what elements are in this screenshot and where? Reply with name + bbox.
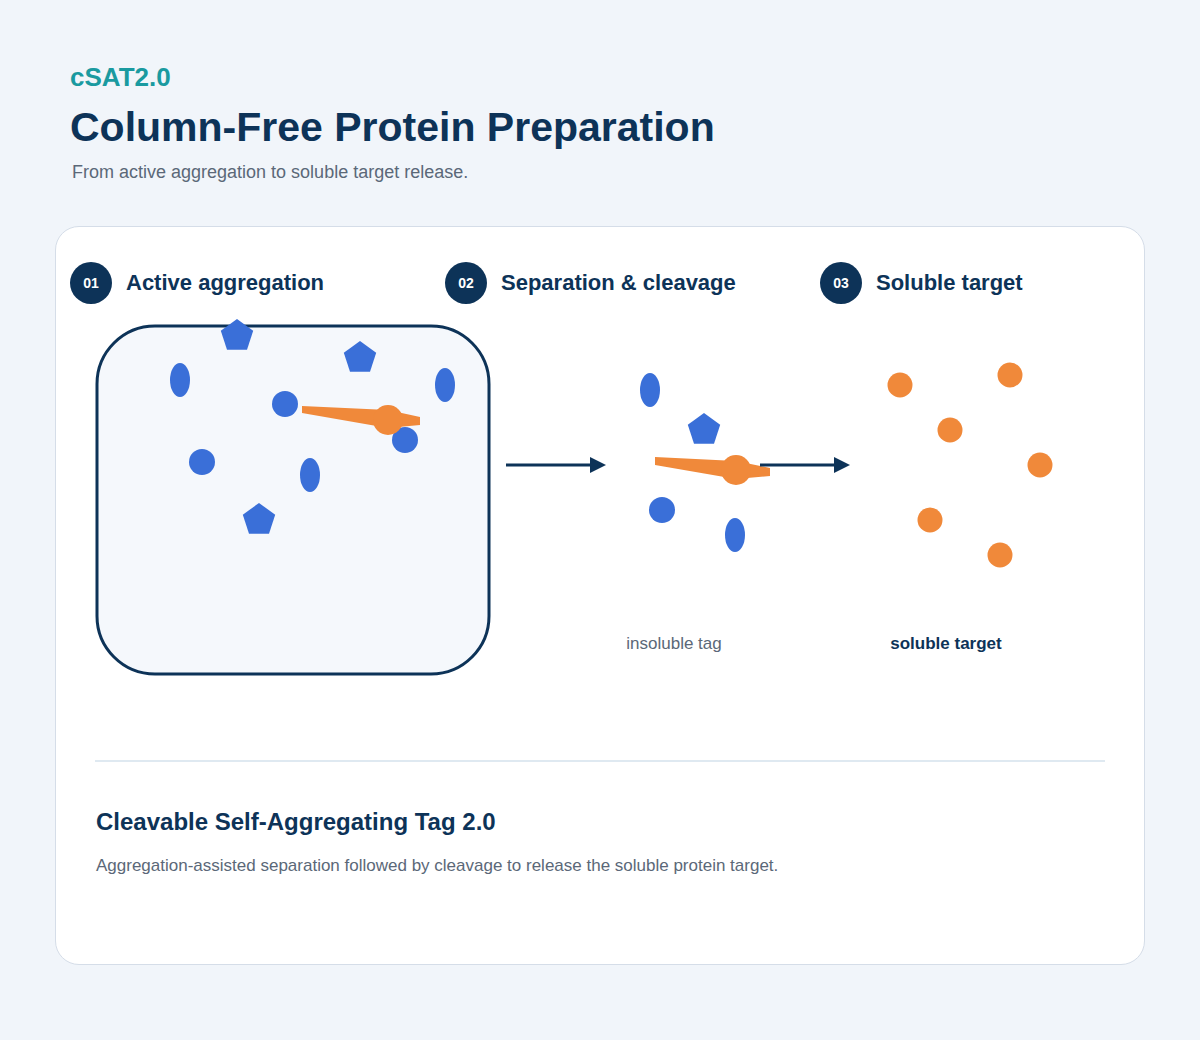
tagged-target xyxy=(373,405,403,435)
pentagon-protein xyxy=(688,413,720,444)
pentagon-protein xyxy=(243,503,275,534)
tagged-target xyxy=(721,455,751,485)
circle-protein xyxy=(272,391,298,417)
ellipse-protein xyxy=(725,518,745,552)
ellipse-protein xyxy=(640,373,660,407)
circle-protein xyxy=(649,497,675,523)
ellipse-protein xyxy=(300,458,320,492)
ellipse-protein xyxy=(170,363,190,397)
tag-streak xyxy=(655,457,770,479)
soluble-protein xyxy=(918,508,943,533)
stage-label: soluble target xyxy=(846,634,1046,654)
aggregate-box xyxy=(97,326,489,674)
footer-heading: Cleavable Self-Aggregating Tag 2.0 xyxy=(96,808,1096,836)
divider-line xyxy=(95,760,1105,762)
page-title: Column-Free Protein Preparation xyxy=(70,104,715,151)
footer-description: Aggregation-assisted separation followed… xyxy=(96,856,1096,876)
step-heading: Active aggregation xyxy=(126,270,324,296)
circle-protein xyxy=(392,427,418,453)
pentagon-protein xyxy=(344,341,376,372)
step-badge: 02Separation & cleavage xyxy=(445,262,487,304)
stage-label: insoluble tag xyxy=(574,634,774,654)
ellipse-protein xyxy=(435,368,455,402)
step-number: 03 xyxy=(820,262,862,304)
flow-arrow xyxy=(506,464,592,467)
page-subtitle: From active aggregation to soluble targe… xyxy=(72,162,468,183)
content-card: Cleavable Self-Aggregating Tag 2.0Aggreg… xyxy=(55,226,1145,965)
soluble-protein xyxy=(888,373,913,398)
soluble-protein xyxy=(998,363,1023,388)
brand-label: cSAT2.0 xyxy=(70,62,370,93)
arrow-head xyxy=(834,457,850,473)
step-number: 02 xyxy=(445,262,487,304)
soluble-protein xyxy=(1028,453,1053,478)
tag-streak xyxy=(302,406,420,428)
flow-arrow xyxy=(760,464,836,467)
step-heading: Soluble target xyxy=(876,270,1023,296)
step-badge: 03Soluble target xyxy=(820,262,862,304)
circle-protein xyxy=(189,449,215,475)
soluble-protein xyxy=(938,418,963,443)
arrow-head xyxy=(590,457,606,473)
soluble-protein xyxy=(988,543,1013,568)
step-badge: 01Active aggregation xyxy=(70,262,112,304)
step-number: 01 xyxy=(70,262,112,304)
step-heading: Separation & cleavage xyxy=(501,270,736,296)
pentagon-protein xyxy=(221,319,253,350)
